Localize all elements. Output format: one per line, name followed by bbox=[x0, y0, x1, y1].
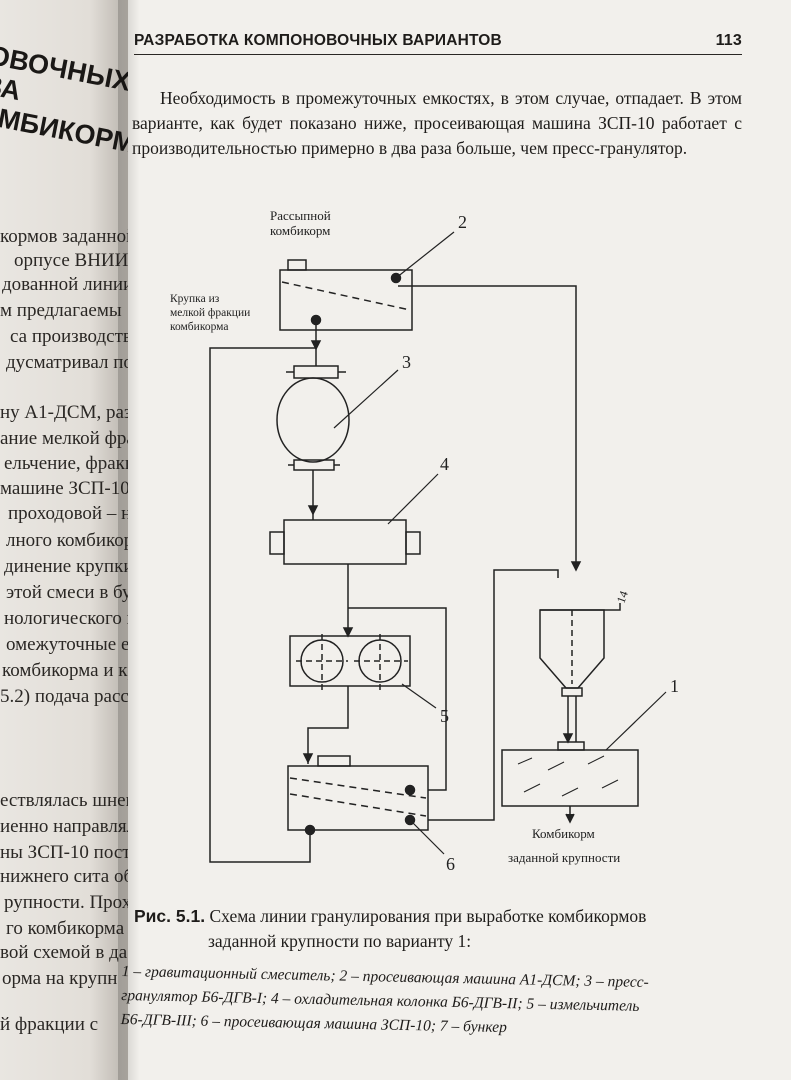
left-page-text-fragment: ание мелкой фракц bbox=[0, 428, 128, 449]
left-page-text-fragment: го комбикорма и bbox=[6, 918, 128, 939]
running-header: РАЗРАБОТКА КОМПОНОВОЧНЫХ ВАРИАНТОВ 113 bbox=[134, 30, 742, 55]
page-number: 113 bbox=[715, 32, 742, 49]
book-gutter-shadow bbox=[118, 0, 140, 1080]
cooling-column bbox=[269, 470, 421, 565]
left-page-text-fragment: вой схемой в да bbox=[0, 942, 128, 963]
callout-3: 3 bbox=[402, 352, 411, 372]
crusher bbox=[289, 634, 411, 690]
left-page-text-fragment: орма на крупн bbox=[2, 968, 118, 989]
left-page-text-fragment: рупности. Проход bbox=[4, 892, 128, 913]
figure-legend: 1 – гравитационный смеситель; 2 – просеи… bbox=[120, 960, 761, 1045]
left-page-text-fragment: проходовой – на bbox=[8, 503, 128, 524]
left-page: ОВОЧНЫХ ВА ОМБИКОРМО И кормов заданной ор… bbox=[0, 0, 128, 1080]
left-page-text-fragment: этой смеси в бу bbox=[6, 582, 128, 603]
left-page-text-fragment: й фракции с bbox=[0, 1014, 99, 1035]
left-page-text-fragment: кормов заданной bbox=[0, 226, 128, 247]
process-diagram: Рассыпной комбикорм Крупка из мелкой фра… bbox=[158, 198, 758, 888]
caption-number: Рис. 5.1. bbox=[134, 906, 206, 926]
press-granulator bbox=[276, 325, 350, 471]
gravity-mixer bbox=[501, 741, 639, 824]
left-page-text-fragment: лного комбикорм bbox=[6, 530, 128, 551]
right-page: РАЗРАБОТКА КОМПОНОВОЧНЫХ ВАРИАНТОВ 113 Н… bbox=[121, 0, 791, 1080]
krupka-label: комбикорма bbox=[170, 321, 228, 333]
left-page-text-fragment: нологического пр bbox=[4, 608, 128, 629]
caption-title: Схема линии гранулирования при выработке… bbox=[209, 906, 647, 926]
bin-mark: 14 bbox=[614, 589, 631, 605]
callout-5: 5 bbox=[440, 706, 449, 726]
diagram-svg: Рассыпной комбикорм Крупка из мелкой фра… bbox=[170, 208, 679, 874]
output-label: Комбикорм bbox=[532, 826, 595, 841]
chapter-title: РАЗРАБОТКА КОМПОНОВОЧНЫХ ВАРИАНТОВ bbox=[134, 32, 502, 49]
caption-title: заданной крупности по варианту 1: bbox=[208, 931, 472, 951]
sieving-machine-zsp-10 bbox=[287, 755, 429, 836]
left-page-text-fragment: дусматривал подач bbox=[6, 352, 128, 373]
output-label: заданной крупности bbox=[508, 850, 620, 865]
left-page-text-fragment: орпусе ВНИИ bbox=[14, 250, 128, 271]
callout-6: 6 bbox=[446, 854, 455, 874]
callout-2: 2 bbox=[458, 212, 467, 232]
left-page-text-fragment: комбикорма и крупк bbox=[2, 660, 128, 681]
input-label: комбикорм bbox=[270, 223, 330, 238]
left-page-text-fragment: дованной линии bbox=[2, 274, 128, 295]
body-paragraph: Необходимость в промежуточных емкостях, … bbox=[132, 88, 742, 158]
left-page-text-fragment: ны ЗСП-10 пост bbox=[0, 842, 128, 863]
left-page-text-fragment: нижнего сита об bbox=[0, 866, 128, 887]
left-page-text-fragment: иенно направлял bbox=[0, 816, 128, 837]
left-page-text-fragment: ну А1-ДСМ, разде bbox=[0, 402, 128, 423]
left-page-text-fragment: ельчение, фракцио bbox=[4, 453, 128, 474]
callout-1: 1 bbox=[670, 676, 679, 696]
input-label: Рассыпной bbox=[270, 208, 331, 223]
sieving-machine-a1-dsm bbox=[279, 259, 413, 331]
figure-caption: Рис. 5.1. Схема линии гранулирования при… bbox=[134, 904, 754, 954]
left-page-text-fragment: са производства bbox=[10, 326, 128, 347]
left-page-text-fragment: ествлялась шнек bbox=[0, 790, 128, 811]
left-page-text-fragment: динение крупки с bbox=[4, 556, 128, 577]
krupka-label: мелкой фракции bbox=[170, 307, 250, 319]
left-page-heading: ОВОЧНЫХ ВА ОМБИКОРМО И bbox=[0, 40, 128, 192]
left-page-text-fragment: м предлагаемы bbox=[0, 300, 122, 321]
callout-4: 4 bbox=[440, 454, 449, 474]
left-page-text-fragment: омежуточные емк bbox=[6, 634, 128, 655]
left-page-text-fragment: 5.2) подача рассы bbox=[0, 686, 128, 707]
krupka-label: Крупка из bbox=[170, 293, 220, 305]
left-page-text-fragment: машине ЗСП-10, bbox=[0, 478, 128, 499]
bunker bbox=[539, 603, 621, 742]
